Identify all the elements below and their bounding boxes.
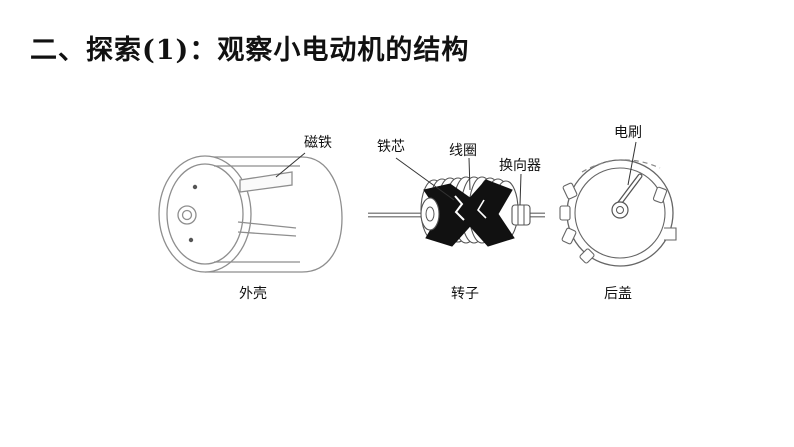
housing-illustration [158, 155, 343, 273]
coil-label: 线圈 [449, 143, 477, 159]
magnet-label: 磁铁 [304, 135, 332, 151]
rotor-illustration [368, 176, 545, 247]
rear-cover-label: 后盖 [604, 286, 632, 302]
iron-core-label: 铁芯 [377, 139, 405, 155]
brush-leader-line [627, 141, 637, 186]
rear-cover-illustration [559, 159, 677, 267]
iron-core-leader-line [395, 157, 455, 201]
brush-label: 电刷 [614, 125, 642, 141]
coil-leader-line [468, 157, 471, 191]
commutator-label: 换向器 [499, 157, 541, 174]
commutator-leader-line [519, 173, 522, 206]
rotor-label: 转子 [451, 286, 479, 302]
page-title: 二、探索(1)：观察小电动机的结构 [30, 35, 470, 66]
magnet-leader-line [275, 152, 306, 178]
housing-label: 外壳 [239, 285, 267, 302]
